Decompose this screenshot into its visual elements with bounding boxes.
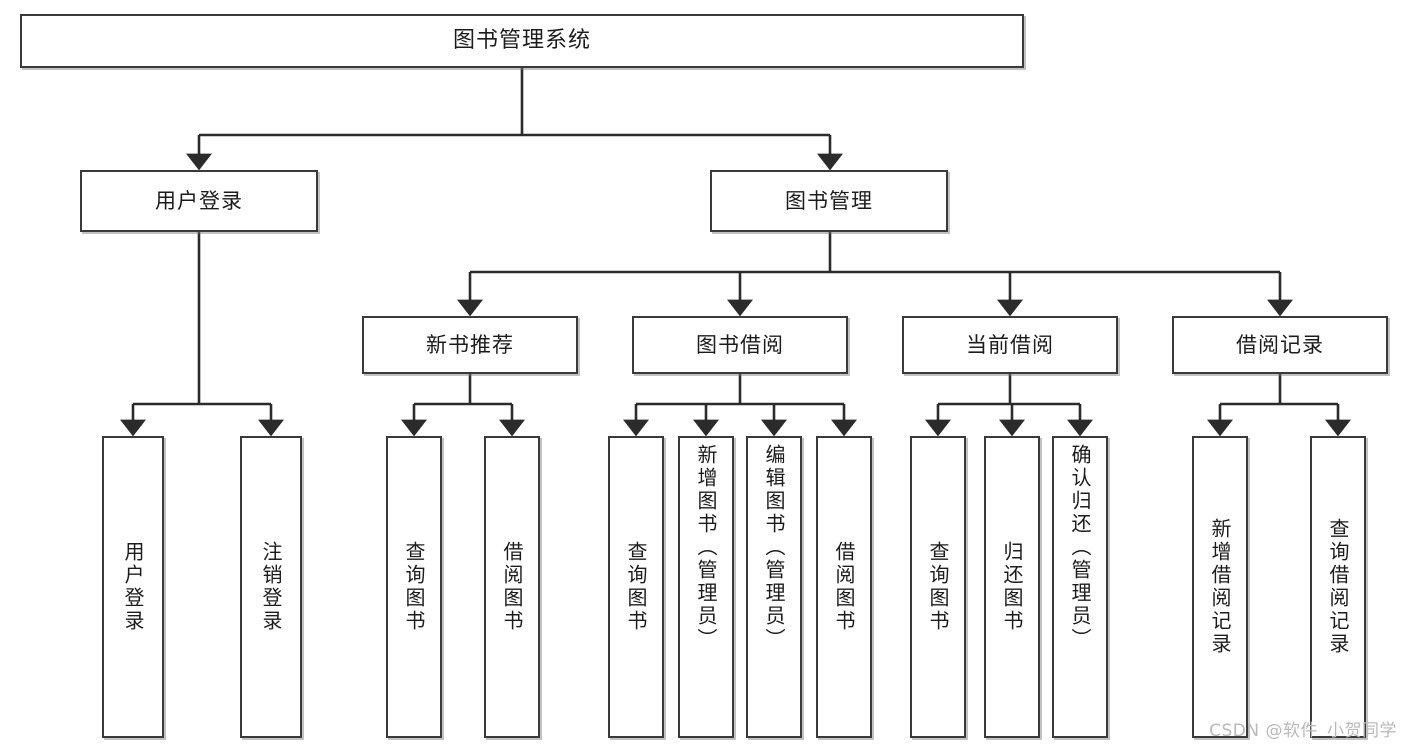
leaf-edit-book[interactable]: 编辑图书（管理员） bbox=[746, 436, 802, 738]
leaf-query-book-1-label: 查询图书 bbox=[402, 541, 426, 633]
node-new-book-recommend[interactable]: 新书推荐 bbox=[362, 316, 578, 374]
node-book-borrow[interactable]: 图书借阅 bbox=[632, 316, 848, 374]
leaf-return-book[interactable]: 归还图书 bbox=[984, 436, 1040, 738]
leaf-user-login[interactable]: 用户登录 bbox=[102, 436, 164, 738]
node-book-borrow-label: 图书借阅 bbox=[696, 332, 784, 357]
node-borrow-record[interactable]: 借阅记录 bbox=[1172, 316, 1388, 374]
leaf-confirm-return[interactable]: 确认归还（管理员） bbox=[1052, 436, 1108, 738]
leaf-edit-book-label: 编辑图书（管理员） bbox=[762, 444, 786, 651]
leaf-query-book-3[interactable]: 查询图书 bbox=[910, 436, 966, 738]
node-root[interactable]: 图书管理系统 bbox=[20, 14, 1024, 68]
node-book-manage-label: 图书管理 bbox=[785, 188, 873, 213]
leaf-query-borrow-record[interactable]: 查询借阅记录 bbox=[1310, 436, 1366, 738]
node-root-label: 图书管理系统 bbox=[452, 28, 591, 54]
leaf-query-book-1[interactable]: 查询图书 bbox=[386, 436, 442, 738]
leaf-user-login-label: 用户登录 bbox=[121, 541, 145, 633]
leaf-query-book-2[interactable]: 查询图书 bbox=[608, 436, 664, 738]
leaf-borrow-book-1[interactable]: 借阅图书 bbox=[484, 436, 540, 738]
node-user-login-label: 用户登录 bbox=[155, 188, 243, 213]
leaf-add-book-label: 新增图书（管理员） bbox=[694, 444, 718, 651]
leaf-query-borrow-record-label: 查询借阅记录 bbox=[1326, 518, 1350, 656]
node-user-login[interactable]: 用户登录 bbox=[80, 170, 318, 232]
leaf-add-borrow-record[interactable]: 新增借阅记录 bbox=[1192, 436, 1248, 738]
leaf-add-borrow-record-label: 新增借阅记录 bbox=[1208, 518, 1232, 656]
leaf-return-book-label: 归还图书 bbox=[1000, 541, 1024, 633]
node-book-manage[interactable]: 图书管理 bbox=[710, 170, 948, 232]
leaf-logout-label: 注销登录 bbox=[259, 541, 283, 633]
leaf-query-book-3-label: 查询图书 bbox=[926, 541, 950, 633]
node-new-book-recommend-label: 新书推荐 bbox=[426, 332, 514, 357]
leaf-borrow-book-2[interactable]: 借阅图书 bbox=[816, 436, 872, 738]
leaf-borrow-book-1-label: 借阅图书 bbox=[500, 541, 524, 633]
csdn-watermark: CSDN @软件_小贺同学 bbox=[1209, 721, 1397, 741]
leaf-query-book-2-label: 查询图书 bbox=[624, 541, 648, 633]
node-borrow-record-label: 借阅记录 bbox=[1236, 332, 1324, 357]
leaf-borrow-book-2-label: 借阅图书 bbox=[832, 541, 856, 633]
leaf-add-book[interactable]: 新增图书（管理员） bbox=[678, 436, 734, 738]
leaf-confirm-return-label: 确认归还（管理员） bbox=[1068, 444, 1092, 651]
node-current-borrow-label: 当前借阅 bbox=[966, 332, 1054, 357]
leaf-logout[interactable]: 注销登录 bbox=[240, 436, 302, 738]
node-current-borrow[interactable]: 当前借阅 bbox=[902, 316, 1118, 374]
